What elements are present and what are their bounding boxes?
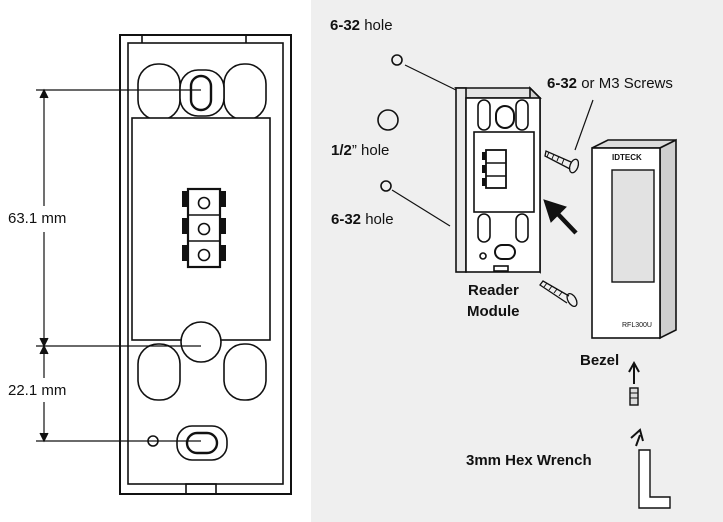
- label-screws: 6-32 or M3 Screws: [547, 75, 673, 92]
- top-screw-slot: [179, 69, 225, 117]
- wall-hole-markers: [377, 54, 403, 192]
- label-hole-bottom-size: 6-32: [331, 211, 362, 228]
- reader-module-body: [454, 86, 542, 274]
- dimension-lower: 22.1 mm: [8, 382, 67, 399]
- label-reader-module-line2: Module: [467, 303, 520, 320]
- dimension-upper: 63.1 mm: [8, 210, 67, 227]
- terminal-block: [182, 187, 226, 269]
- label-hex-wrench: 3mm Hex Wrench: [466, 452, 592, 469]
- insertion-arrow: [543, 199, 578, 235]
- label-hole-top: 6-32 hole: [330, 17, 393, 34]
- leader-lines: [391, 64, 594, 227]
- label-hole-top-size: 6-32: [330, 17, 361, 34]
- center-hole: [180, 321, 222, 363]
- label-hole-center-text: ” hole: [351, 142, 390, 159]
- hole-top-marker: [391, 54, 403, 66]
- dimension-lines: [36, 88, 201, 443]
- label-reader-module-line1: Reader: [468, 282, 519, 299]
- label-hole-bottom: 6-32 hole: [331, 211, 394, 228]
- label-screws-text: or M3 Screws: [577, 75, 673, 92]
- label-hole-top-text: hole: [360, 17, 393, 34]
- upper-screw: [544, 150, 580, 174]
- label-hole-bottom-text: hole: [361, 211, 394, 228]
- label-bezel: Bezel: [580, 352, 620, 369]
- label-hole-center: 1/2” hole: [331, 142, 389, 159]
- label-hole-center-size: 1/2: [331, 142, 352, 159]
- label-screws-size: 6-32: [547, 75, 578, 92]
- hex-wrench: [628, 360, 671, 509]
- hole-bottom-marker: [380, 180, 392, 192]
- bezel-brand-logo-text: IDTECK: [612, 153, 642, 162]
- bezel-body: [591, 138, 677, 340]
- hole-center-marker: [377, 109, 399, 131]
- bezel-model-text: RFL300U: [622, 322, 652, 329]
- lower-screw: [539, 280, 578, 308]
